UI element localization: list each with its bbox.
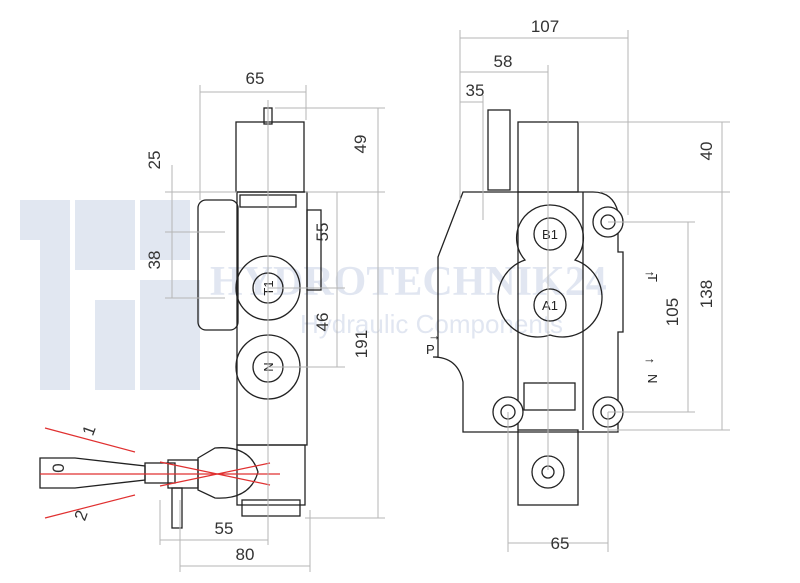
port-t-label: T — [645, 274, 660, 282]
dim-107: 107 — [531, 17, 559, 36]
dim-80: 80 — [236, 545, 255, 564]
dim-65-bottom: 65 — [551, 534, 570, 553]
arrow-icon-p: → — [428, 328, 441, 343]
arrow-icon-n: → — [643, 351, 656, 366]
dim-38: 38 — [145, 251, 164, 270]
port-p-label: P — [426, 342, 435, 357]
watermark-tagline: Hydraulic Components — [300, 309, 563, 339]
watermark-brand: HYDROTECHNIK24 — [210, 259, 607, 305]
dim-105: 105 — [663, 298, 682, 326]
lever-position-0: 0 — [49, 463, 68, 472]
port-label-a1: A1 — [542, 298, 558, 313]
lever-position-2: 2 — [71, 508, 92, 523]
watermark-logo: HYDROTECHNIK24 Hydraulic Components — [20, 200, 607, 390]
lever-position-1: 1 — [79, 423, 100, 438]
dim-55-port: 55 — [313, 223, 332, 242]
dim-25: 25 — [145, 151, 164, 170]
dim-58: 58 — [494, 52, 513, 71]
dim-138: 138 — [697, 280, 716, 308]
side-view: T1 N 0 1 2 65 49 25 38 55 46 191 — [39, 69, 385, 572]
dim-40: 40 — [697, 142, 716, 161]
port-n-label: N — [645, 374, 660, 383]
port-label-b1: B1 — [542, 227, 558, 242]
dim-65-top: 65 — [246, 69, 265, 88]
dim-191: 191 — [352, 330, 371, 358]
dim-35: 35 — [466, 81, 485, 100]
dim-46: 46 — [313, 313, 332, 332]
arrow-icon-t: → — [643, 264, 656, 279]
dim-55-lever: 55 — [215, 519, 234, 538]
dim-49: 49 — [351, 135, 370, 154]
front-view: B1 A1 107 58 35 40 138 105 65 P → T → N … — [426, 17, 730, 553]
lever-angle-lines — [40, 427, 280, 519]
